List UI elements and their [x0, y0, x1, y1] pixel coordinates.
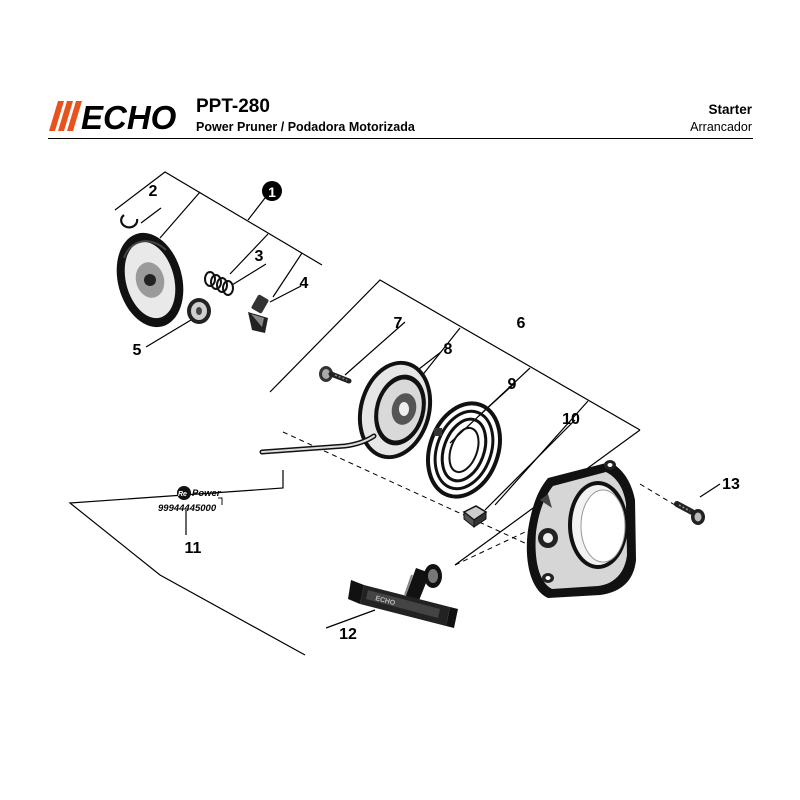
spring-block-part — [462, 505, 488, 529]
callout-1: 1 — [262, 181, 282, 201]
rope-reel-part — [357, 360, 433, 460]
group-1-bracket — [114, 171, 323, 348]
repower-logo-power: Power — [192, 488, 222, 499]
spring-part — [204, 271, 234, 296]
kit-part-number: 99944445000 — [158, 503, 217, 514]
callout-3: 3 — [255, 248, 264, 265]
pawl-part — [248, 294, 269, 333]
callout-7: 7 — [394, 315, 403, 332]
recoil-spring-part — [426, 401, 502, 499]
callout-13: 13 — [722, 476, 740, 493]
kit-repower-logo: Re Power — [177, 486, 223, 505]
e-ring-part — [120, 214, 139, 229]
header-divider — [48, 138, 753, 139]
callout-8: 8 — [444, 341, 453, 358]
page-header: ECHO PPT-280 Power Pruner / Podadora Mot… — [0, 0, 800, 140]
group-6-bracket — [269, 279, 721, 511]
assembly-guides — [282, 431, 676, 566]
pulley-cover-part — [116, 232, 184, 328]
repower-logo-re: Re — [178, 491, 187, 498]
callout-9: 9 — [508, 376, 517, 393]
section-title-es: Arrancador — [690, 120, 752, 134]
starter-housing-part — [526, 460, 636, 598]
callout-2: 2 — [149, 183, 158, 200]
logo-stripes-icon — [49, 101, 82, 131]
model-number: PPT-280 — [196, 96, 270, 117]
callout-5: 5 — [133, 342, 142, 359]
callout-4: 4 — [300, 275, 309, 292]
callout-1-label: 1 — [268, 184, 276, 200]
callout-12: 12 — [339, 626, 357, 643]
logo-wordmark: ECHO — [81, 99, 177, 134]
section-title-en: Starter — [708, 102, 752, 117]
product-name: Power Pruner / Podadora Motorizada — [196, 120, 415, 134]
bolt-part-7 — [319, 366, 352, 384]
starter-rope-part — [259, 433, 377, 455]
nut-part — [187, 298, 211, 324]
echo-logo: ECHO — [49, 99, 177, 134]
housing-bolt-part — [674, 501, 705, 525]
callout-11: 11 — [185, 540, 202, 557]
callout-6: 6 — [517, 315, 526, 332]
starter-handle-part: ECHO — [348, 564, 458, 628]
callout-10: 10 — [562, 411, 580, 428]
